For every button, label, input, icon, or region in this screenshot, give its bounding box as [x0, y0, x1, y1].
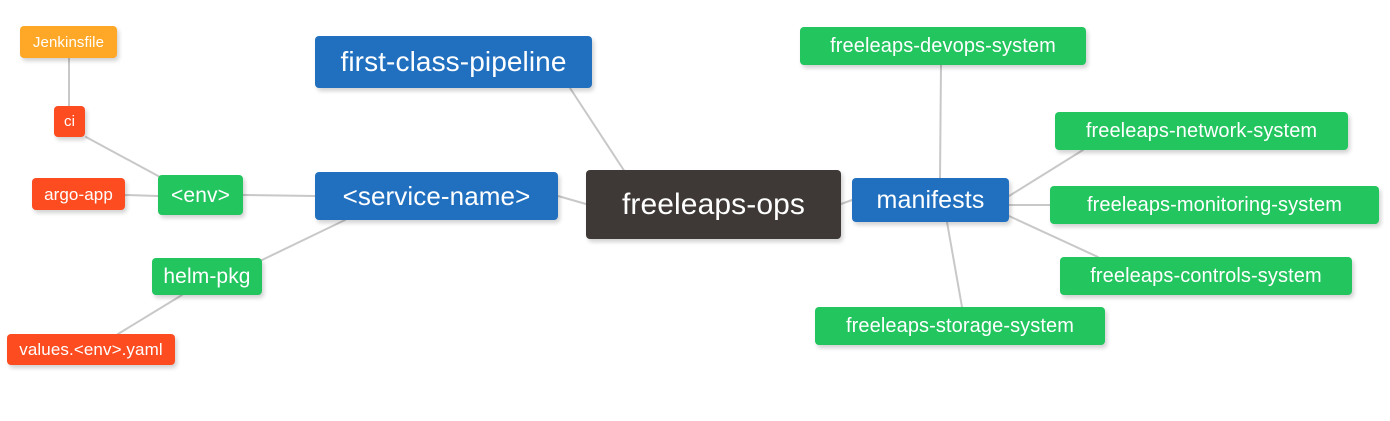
- node-freeleaps-ops[interactable]: freeleaps-ops: [586, 170, 841, 239]
- node-freeleaps-controls-system[interactable]: freeleaps-controls-system: [1060, 257, 1352, 295]
- node-label-ci: ci: [63, 113, 76, 130]
- node-label-env: <env>: [171, 183, 230, 207]
- node-env[interactable]: <env>: [158, 175, 243, 215]
- node-values-env-yaml[interactable]: values.<env>.yaml: [7, 334, 175, 365]
- edge-manifests-to-freeleaps-controls-system: [1008, 215, 1099, 258]
- edge-manifests-to-freeleaps-network-system: [1008, 149, 1084, 197]
- node-label-first-class-pipeline: first-class-pipeline: [340, 46, 567, 77]
- edge-helm-pkg-to-values-env-yaml: [117, 294, 183, 335]
- node-label-freeleaps-monitoring-system: freeleaps-monitoring-system: [1086, 194, 1342, 216]
- edge-env-to-argo-app: [124, 194, 159, 197]
- node-freeleaps-devops-system[interactable]: freeleaps-devops-system: [800, 27, 1086, 65]
- node-label-service-name: <service-name>: [342, 181, 531, 211]
- node-ci[interactable]: ci: [54, 106, 85, 137]
- node-freeleaps-storage-system[interactable]: freeleaps-storage-system: [815, 307, 1105, 345]
- node-freeleaps-monitoring-system[interactable]: freeleaps-monitoring-system: [1050, 186, 1379, 224]
- edge-freeleaps-ops-to-manifests: [840, 199, 853, 205]
- edge-service-name-to-env: [242, 194, 316, 197]
- edge-freeleaps-ops-to-service-name: [557, 195, 587, 205]
- node-argo-app[interactable]: argo-app: [32, 178, 125, 210]
- node-label-jenkinsfile: Jenkinsfile: [32, 33, 105, 51]
- edge-freeleaps-ops-to-first-class-pipeline: [569, 87, 626, 173]
- node-first-class-pipeline[interactable]: first-class-pipeline: [315, 36, 592, 88]
- node-label-freeleaps-devops-system: freeleaps-devops-system: [830, 35, 1056, 57]
- node-freeleaps-network-system[interactable]: freeleaps-network-system: [1055, 112, 1348, 150]
- node-label-values-env-yaml: values.<env>.yaml: [19, 340, 163, 359]
- node-label-argo-app: argo-app: [44, 184, 113, 204]
- node-helm-pkg[interactable]: helm-pkg: [152, 258, 262, 295]
- edge-manifests-to-freeleaps-storage-system: [946, 221, 963, 308]
- edge-manifests-to-freeleaps-devops-system: [939, 64, 942, 179]
- edge-env-to-ci: [85, 136, 161, 178]
- node-label-freeleaps-storage-system: freeleaps-storage-system: [845, 315, 1075, 337]
- edge-service-name-to-helm-pkg: [261, 219, 346, 261]
- node-label-freeleaps-controls-system: freeleaps-controls-system: [1090, 265, 1322, 287]
- node-label-helm-pkg: helm-pkg: [163, 265, 251, 288]
- node-label-freeleaps-network-system: freeleaps-network-system: [1085, 120, 1318, 142]
- node-label-freeleaps-ops: freeleaps-ops: [621, 187, 806, 221]
- node-jenkinsfile[interactable]: Jenkinsfile: [20, 26, 117, 58]
- node-manifests[interactable]: manifests: [852, 178, 1009, 222]
- node-label-manifests: manifests: [876, 185, 985, 214]
- node-service-name[interactable]: <service-name>: [315, 172, 558, 220]
